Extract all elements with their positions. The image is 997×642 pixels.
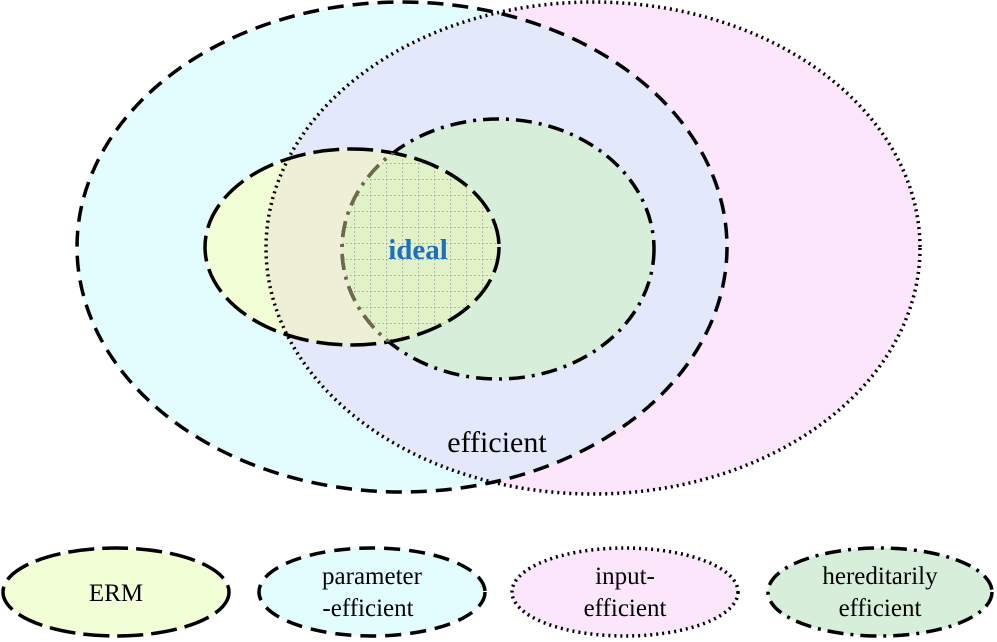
legend: ERM parameter -efficient input- efficien…	[1, 546, 994, 638]
hereditarily-efficient-outline	[340, 117, 656, 381]
legend-input-efficient-line2: efficient	[584, 595, 667, 622]
legend-erm-label: ERM	[89, 580, 143, 607]
legend-hereditarily-efficient-swatch	[766, 546, 994, 638]
legend-item-parameter-efficient: parameter -efficient	[257, 546, 487, 638]
efficient-label: efficient	[447, 426, 547, 459]
legend-hereditarily-efficient-line1: hereditarily	[822, 563, 938, 590]
legend-item-hereditarily-efficient: hereditarily efficient	[766, 546, 994, 638]
input-efficient-outline	[264, 0, 922, 496]
legend-parameter-efficient-swatch	[257, 546, 487, 638]
legend-input-efficient-line1: input-	[595, 563, 655, 590]
erm-outline	[203, 147, 501, 347]
legend-hereditarily-efficient-line2: efficient	[839, 595, 922, 622]
legend-parameter-efficient-line2: -efficient	[322, 595, 413, 622]
legend-parameter-efficient-line1: parameter	[322, 563, 423, 590]
legend-item-input-efficient: input- efficient	[510, 546, 740, 638]
legend-item-erm: ERM	[1, 546, 231, 638]
legend-input-efficient-swatch	[510, 546, 740, 638]
legend-erm-swatch	[1, 546, 231, 638]
parameter-efficient-outline	[75, 0, 729, 494]
ideal-label: ideal	[388, 234, 448, 266]
